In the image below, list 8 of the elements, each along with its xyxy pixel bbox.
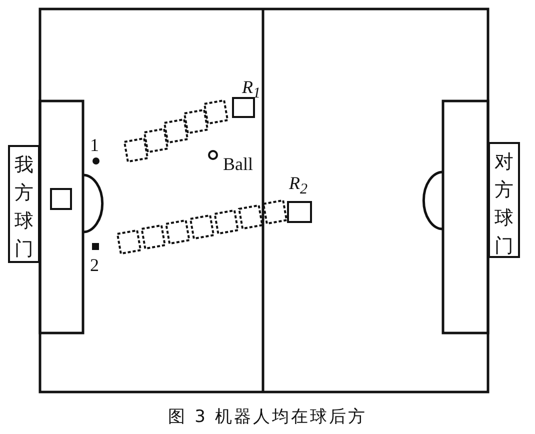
robot-label: R$_{1}$ <box>242 78 260 103</box>
figure-caption: 图 3 机器人均在球后方 <box>168 407 367 427</box>
goal-label-box: 对方球门 <box>488 142 520 258</box>
ball-label: Ball <box>223 155 253 173</box>
robot-label: R$_{2}$ <box>289 174 308 199</box>
position-number: 2 <box>90 256 99 274</box>
goal-label-box: 我方球门 <box>8 145 40 263</box>
position-number: 1 <box>90 136 99 154</box>
